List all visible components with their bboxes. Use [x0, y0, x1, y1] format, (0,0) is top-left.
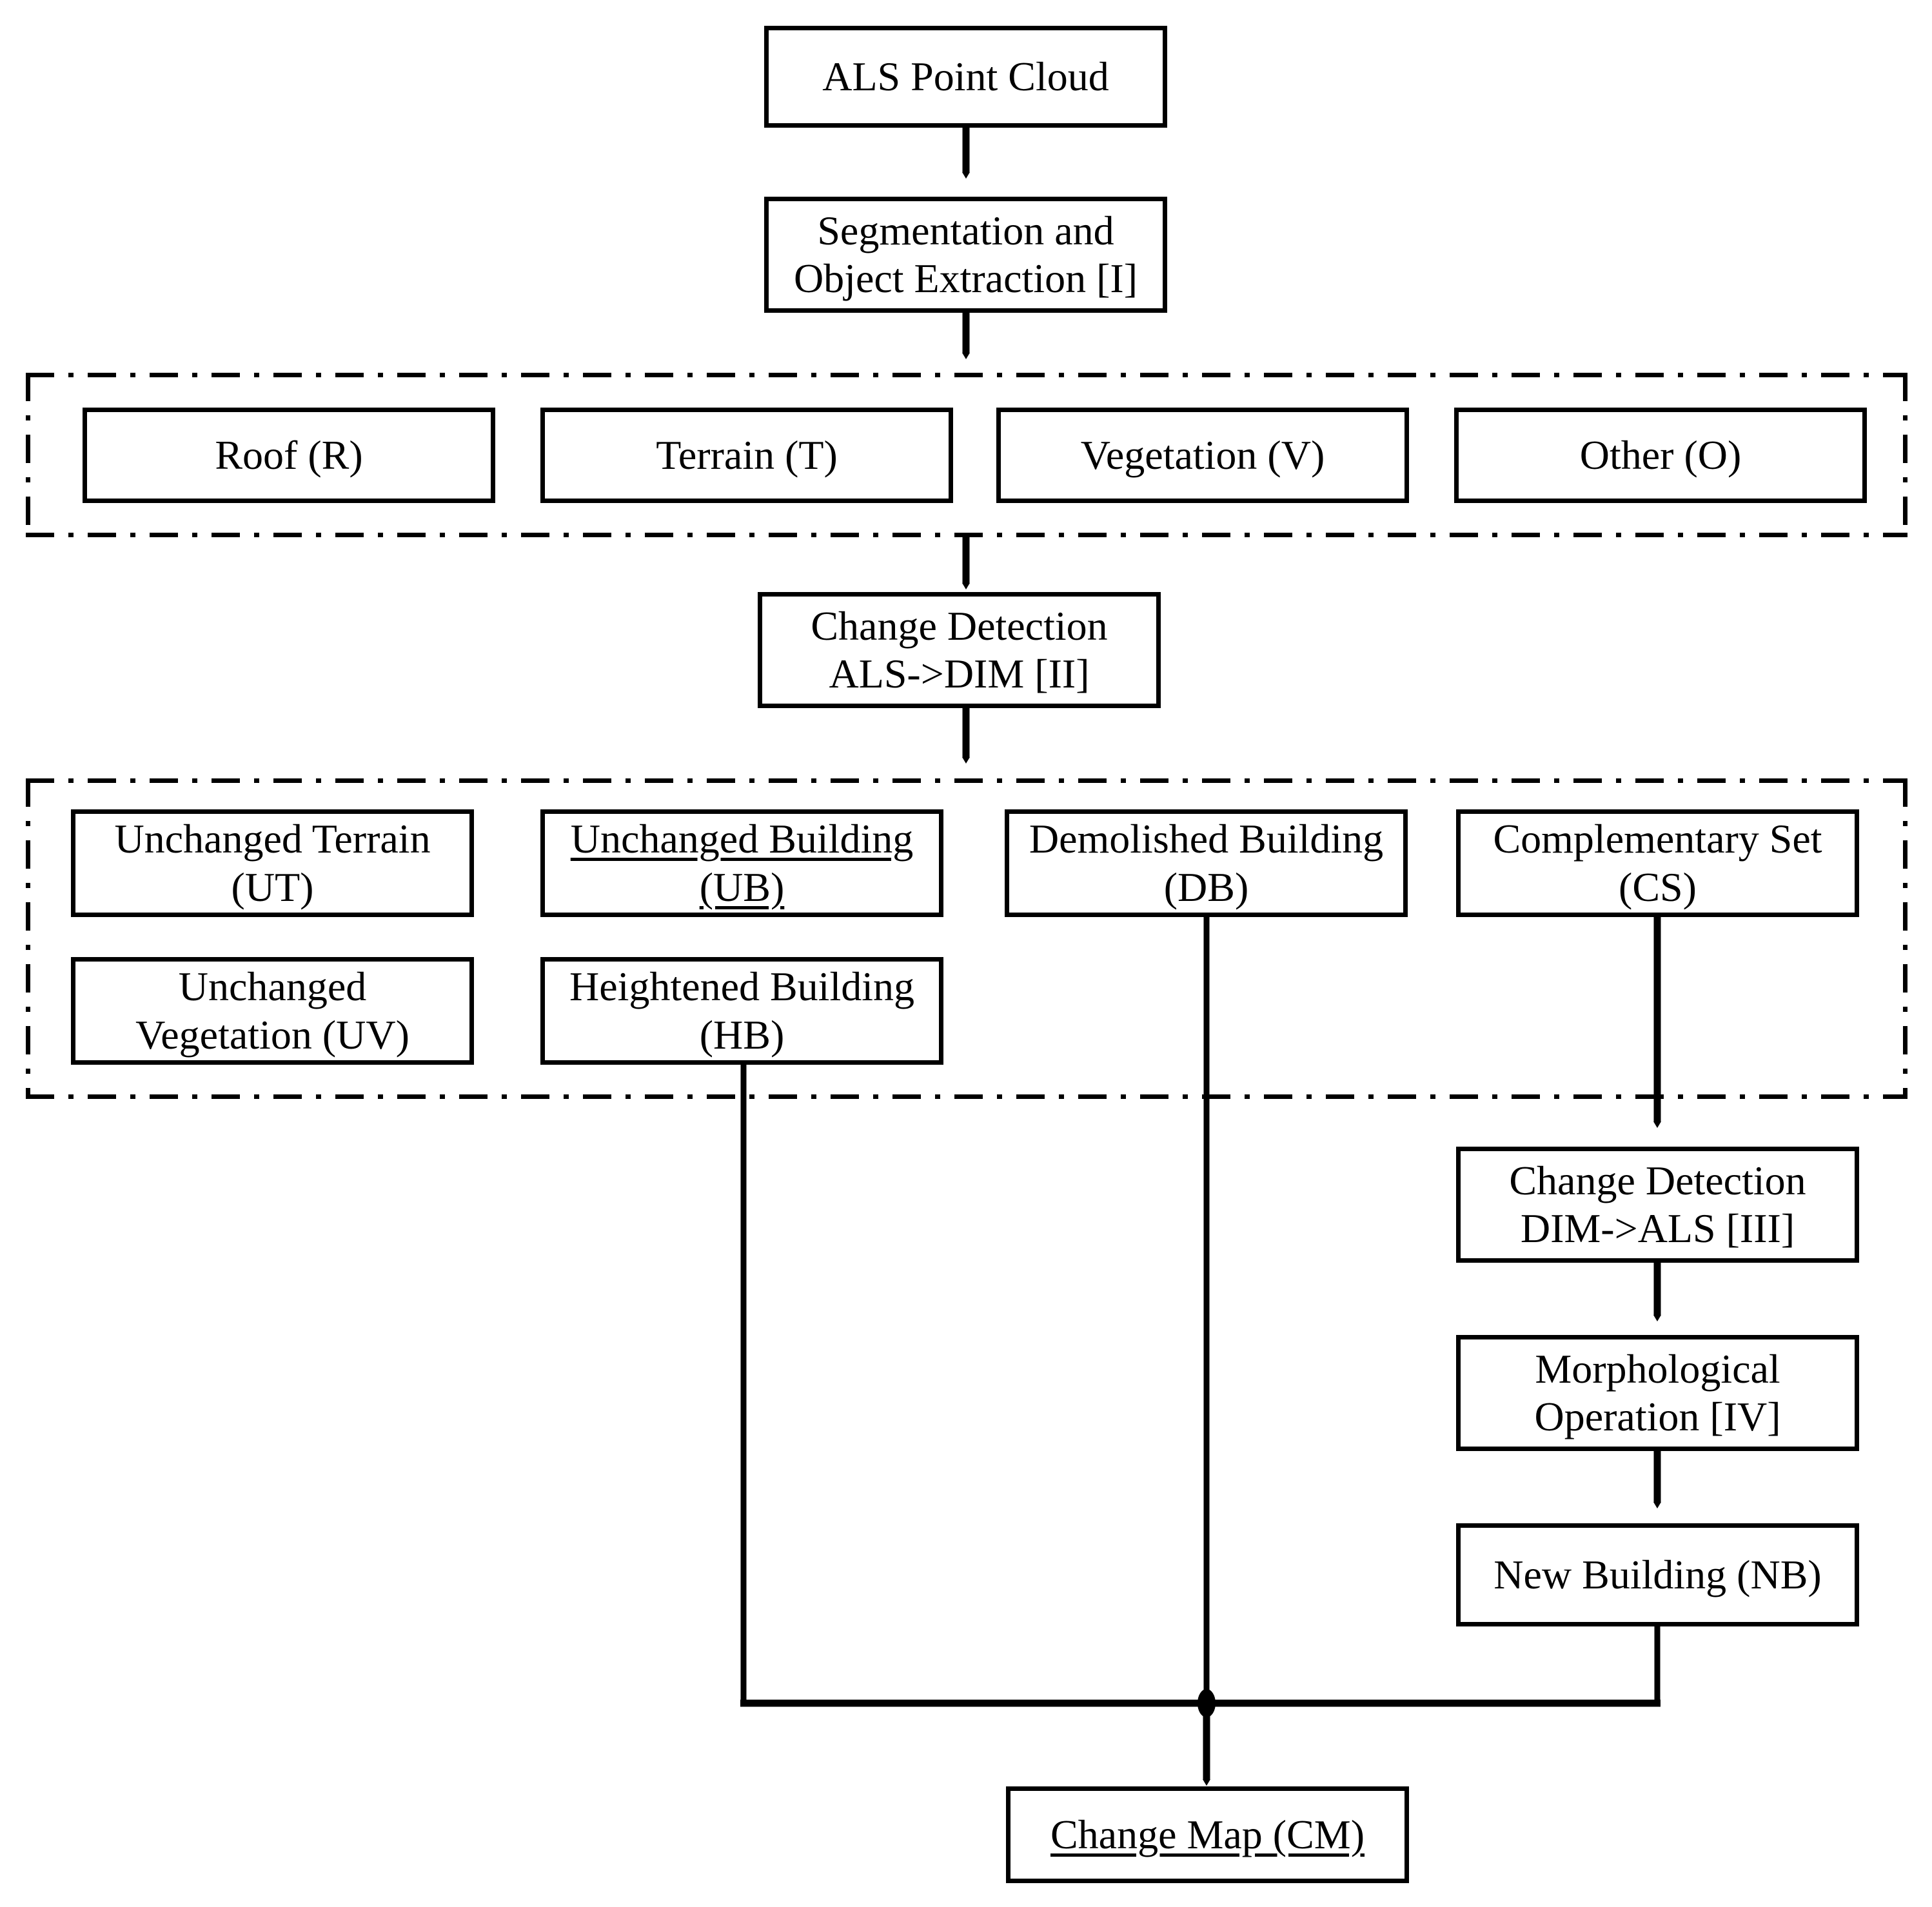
node-label: Unchanged Building (UB) [570, 816, 914, 910]
node-label: Morphological Operation [IV] [1534, 1345, 1781, 1439]
node-unchanged-building[interactable]: Unchanged Building (UB) [540, 809, 943, 917]
node-label: New Building (NB) [1493, 1551, 1822, 1597]
node-label: Other (O) [1579, 431, 1742, 478]
node-demolished-building[interactable]: Demolished Building (DB) [1005, 809, 1408, 917]
node-roof[interactable]: Roof (R) [83, 408, 495, 503]
node-label: Segmentation and Object Extraction [I] [793, 207, 1138, 301]
node-label: Change Detection DIM->ALS [III] [1509, 1157, 1806, 1251]
node-label: Change Detection ALS->DIM [II] [811, 602, 1108, 697]
merge-junction-dot [1198, 1689, 1216, 1717]
node-label: Roof (R) [215, 431, 363, 478]
node-heightened-building[interactable]: Heightened Building (HB) [540, 957, 943, 1065]
node-vegetation[interactable]: Vegetation (V) [996, 408, 1409, 503]
node-label: Unchanged Terrain (UT) [114, 816, 431, 910]
node-complementary-set[interactable]: Complementary Set (CS) [1456, 809, 1859, 917]
node-segmentation-object-extraction[interactable]: Segmentation and Object Extraction [I] [764, 197, 1167, 313]
node-label: Heightened Building (HB) [569, 963, 915, 1058]
node-terrain[interactable]: Terrain (T) [540, 408, 953, 503]
node-label: Vegetation (V) [1080, 431, 1325, 478]
node-unchanged-vegetation[interactable]: Unchanged Vegetation (UV) [71, 957, 474, 1065]
node-change-detection-als-dim[interactable]: Change Detection ALS->DIM [II] [758, 592, 1161, 708]
node-new-building[interactable]: New Building (NB) [1456, 1523, 1859, 1626]
node-als-point-cloud[interactable]: ALS Point Cloud [764, 26, 1167, 128]
node-label: Change Map (CM) [1050, 1811, 1365, 1857]
node-unchanged-terrain[interactable]: Unchanged Terrain (UT) [71, 809, 474, 917]
node-label: ALS Point Cloud [822, 53, 1109, 99]
node-change-detection-dim-als[interactable]: Change Detection DIM->ALS [III] [1456, 1147, 1859, 1263]
node-label: Complementary Set (CS) [1493, 816, 1822, 910]
node-change-map[interactable]: Change Map (CM) [1006, 1786, 1409, 1883]
node-label: Demolished Building (DB) [1029, 816, 1384, 910]
node-label: Terrain (T) [656, 431, 838, 478]
node-label: Unchanged Vegetation (UV) [135, 963, 409, 1058]
node-morphological-operation[interactable]: Morphological Operation [IV] [1456, 1335, 1859, 1451]
node-other[interactable]: Other (O) [1454, 408, 1867, 503]
